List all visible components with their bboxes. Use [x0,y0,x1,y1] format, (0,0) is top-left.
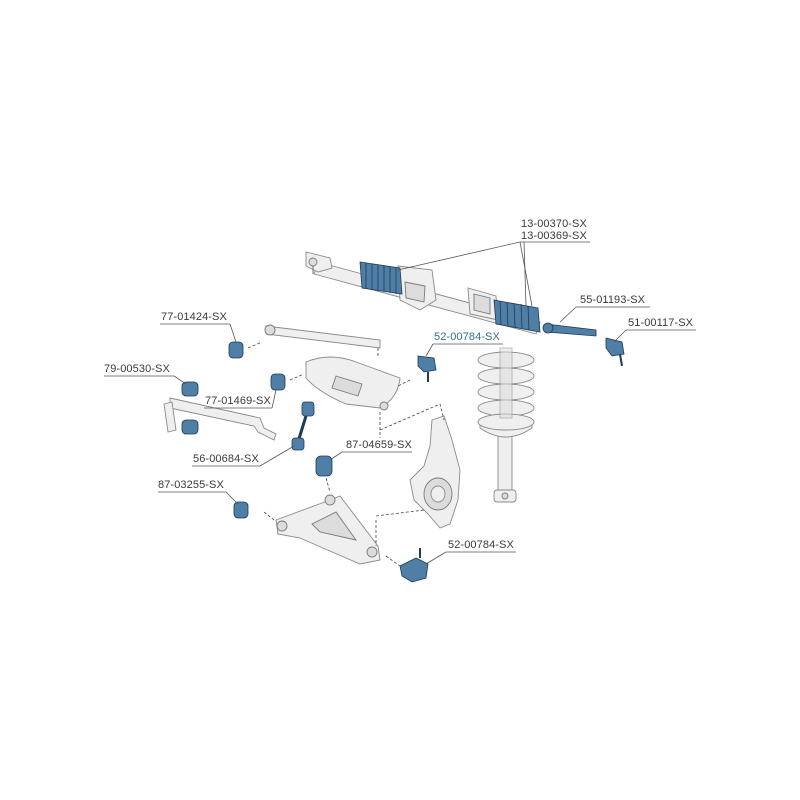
label-bushing-upper-left: 77-01424-SX [161,311,227,323]
label-upper-ball-joint: 52-00784-SX [434,331,500,343]
label-inner-tie-rod: 55-01193-SX [580,294,646,306]
lower-arm-bushing-rear [315,455,333,477]
label-stab-bar-bushing: 79-00530-SX [104,363,170,375]
upper-strut-arm [264,324,381,349]
label-lower-arm-bushing-rear: 87-04659-SX [346,439,412,451]
label-upper-arm-bushing: 77-01469-SX [205,395,271,407]
lower-ball-joint [399,548,429,583]
bushing-upper-left [228,341,244,359]
upper-ball-joint [417,355,437,382]
label-outer-tie-rod: 51-00117-SX [628,317,694,329]
steering-rack [305,251,541,335]
lower-arm-bushing-front [233,501,249,519]
coil-spring-strut [477,347,535,503]
stabilizer-link [291,401,315,451]
upper-control-arm [305,356,401,411]
left-rack-boot [359,261,403,295]
label-stab-link: 56-00684-SX [193,453,259,465]
leader-lines [104,241,696,565]
upper-arm-bushing [270,373,286,391]
label-lower-ball-joint: 52-00784-SX [448,539,514,551]
label-rack-top: 13-00370-SX [521,218,587,230]
assembly-guides [247,341,445,567]
label-lower-arm-bushing-front: 87-03255-SX [158,479,224,491]
lower-control-arm [275,494,381,565]
steering-knuckle [409,415,461,529]
stabilizer-bar [163,397,277,441]
inner-tie-rod [542,322,597,337]
outer-tie-rod-end [605,337,625,367]
label-rack-bottom: 13-00369-SX [521,230,587,242]
stab-bar-bushing [181,381,199,435]
right-rack-boot [493,299,541,333]
